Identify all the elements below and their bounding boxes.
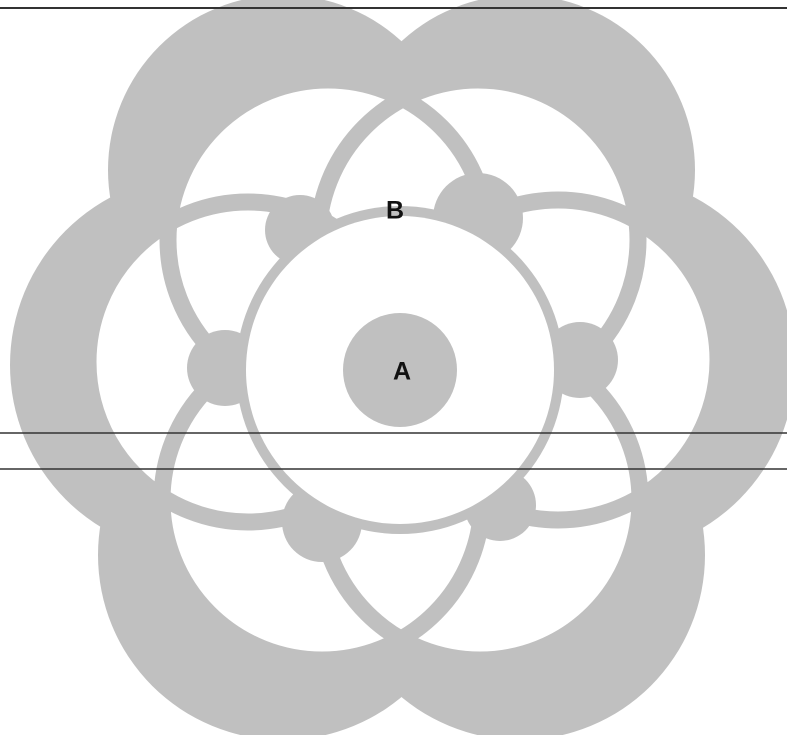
- label-a: A: [393, 360, 411, 385]
- label-b: B: [386, 199, 404, 224]
